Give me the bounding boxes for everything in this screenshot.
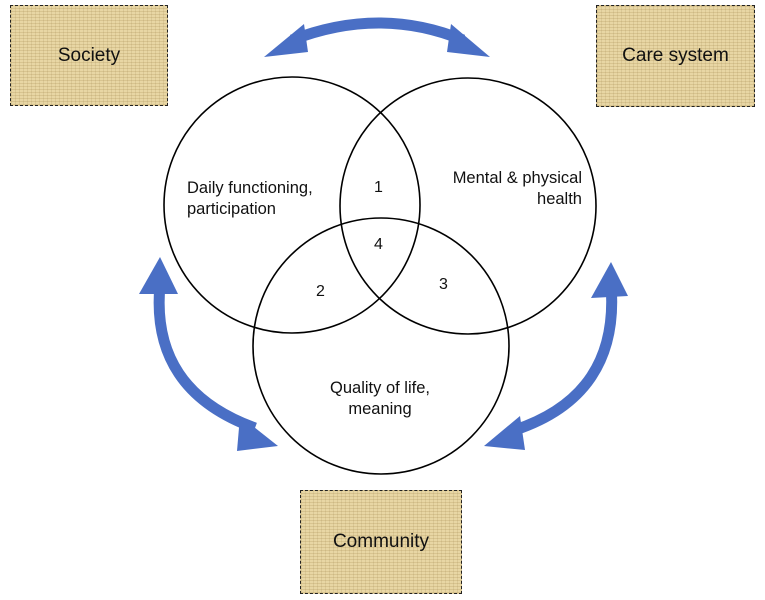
mental-physical-label: Mental & physical health bbox=[422, 168, 582, 210]
mental-line-2: health bbox=[537, 190, 582, 208]
community-label: Community bbox=[332, 531, 430, 552]
mental-line-1: Mental & physical bbox=[452, 169, 582, 187]
community-box: Community bbox=[300, 490, 462, 594]
society-label: Society bbox=[57, 44, 121, 66]
intersection-4: 4 bbox=[374, 236, 383, 253]
daily-line-2: participation bbox=[187, 200, 276, 218]
intersection-3: 3 bbox=[439, 276, 448, 293]
intersection-2: 2 bbox=[316, 283, 325, 300]
intersection-1: 1 bbox=[374, 179, 383, 196]
circle-daily-functioning bbox=[163, 76, 421, 334]
society-box: Society bbox=[10, 5, 168, 106]
arrow-care-community bbox=[484, 262, 628, 450]
daily-line-1: Daily functioning, bbox=[187, 179, 313, 197]
arrow-society-community bbox=[139, 257, 278, 451]
daily-functioning-label: Daily functioning, participation bbox=[187, 178, 313, 220]
quality-line-1: Quality of life, bbox=[330, 379, 430, 397]
care-system-box: Care system bbox=[596, 5, 755, 107]
circle-mental-physical bbox=[339, 77, 597, 335]
circle-quality-of-life bbox=[252, 217, 510, 475]
quality-of-life-label: Quality of life, meaning bbox=[300, 378, 460, 420]
care-system-label: Care system bbox=[622, 45, 729, 66]
arrow-society-care bbox=[264, 17, 490, 57]
quality-line-2: meaning bbox=[348, 400, 412, 418]
